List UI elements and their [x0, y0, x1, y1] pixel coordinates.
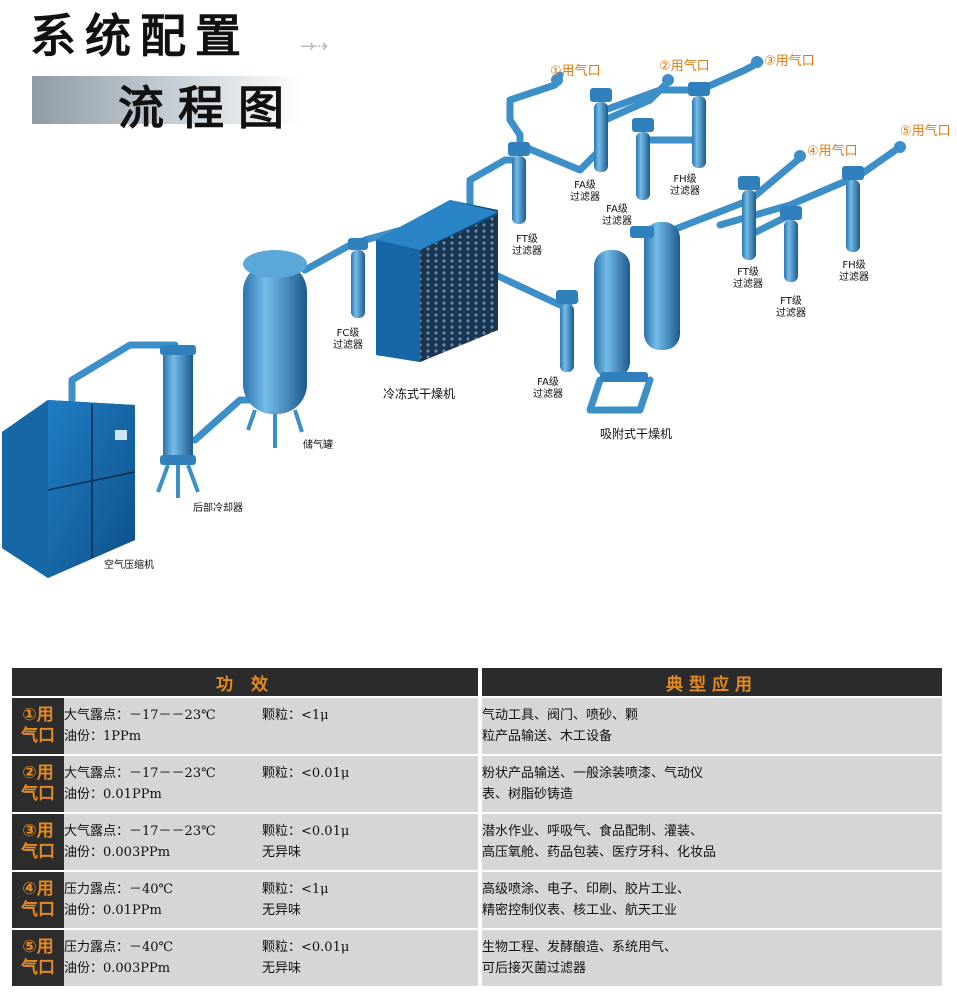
outlet-cap-3: [751, 56, 763, 68]
port-cell: ⑤用气口: [12, 930, 64, 986]
outlet-cap-2: [662, 74, 674, 86]
label-aftercooler: 后部冷却器: [193, 503, 243, 514]
outlet-label-3: ③用气口: [764, 54, 815, 69]
aftercooler-icon: [156, 345, 200, 498]
fa-filter-upper1-icon: [590, 88, 612, 172]
outlet-label-2: ②用气口: [659, 59, 710, 74]
label-ft-filter-upper: FT级 过滤器: [512, 234, 542, 257]
adsorption-dryer-icon: [594, 222, 680, 382]
label-adsorption-dryer: 吸附式干燥机: [600, 427, 673, 441]
label-refrigerated-dryer: 冷冻式干燥机: [383, 387, 456, 401]
label-ft-filter-lower1: FT级 过滤器: [733, 267, 763, 290]
ft-filter-lower2-icon: [780, 206, 802, 282]
outlet-label-4: ④用气口: [807, 144, 858, 159]
arrow-decoration-icon: →⇢: [300, 36, 328, 57]
fh-filter-upper-icon: [688, 82, 710, 168]
label-fh-filter-lower: FH级 过滤器: [839, 260, 869, 283]
flow-diagram: [2, 56, 906, 578]
title-bar-gradient: [32, 76, 302, 124]
label-ft-filter-lower2: FT级 过滤器: [776, 296, 806, 319]
application-cell: 高级喷涂、电子、印刷、胶片工业、精密控制仪表、核工业、航天工业: [482, 872, 942, 928]
label-tank: 储气罐: [303, 440, 333, 451]
port-cell: ③用气口: [12, 814, 64, 870]
outlet-caps: [551, 56, 906, 162]
outlet-cap-1: [551, 74, 563, 86]
fa-filter-upper2-icon: [632, 118, 654, 200]
fa-filter-lower-icon: [556, 290, 578, 372]
ft-filter-lower1-icon: [738, 176, 760, 260]
application-cell: 粉状产品输送、一般涂装喷漆、气动仪表、树脂砂铸造: [482, 756, 942, 812]
label-fa-filter-upper1: FA级 过滤器: [570, 180, 600, 203]
label-fh-filter-upper: FH级 过滤器: [670, 174, 700, 197]
label-compressor: 空气压缩机: [104, 560, 154, 571]
outlet-cap-4: [794, 150, 806, 162]
outlet-label-5: ⑤用气口: [900, 124, 951, 139]
fh-filter-lower-icon: [842, 166, 864, 252]
title-line1: 系统配置: [30, 9, 250, 63]
port-cell: ①用气口: [12, 698, 64, 754]
outlet-label-1: ①用气口: [550, 64, 601, 79]
application-cell: 气动工具、阀门、喷砂、颗粒产品输送、木工设备: [482, 698, 942, 754]
outlet-cap-5: [894, 141, 906, 153]
label-fc-filter: FC级 过滤器: [333, 328, 363, 351]
refrigerated-dryer-icon: [376, 200, 498, 362]
title-line2: 流程图: [118, 81, 298, 135]
table-header-row: 功 效 典型应用: [12, 668, 942, 696]
air-tank-icon: [243, 250, 307, 448]
label-fa-filter-upper2: FA级 过滤器: [602, 204, 632, 227]
fc-filter-icon: [348, 238, 368, 318]
port-cell: ②用气口: [12, 756, 64, 812]
application-cell: 生物工程、发酵酿造、系统用气、可后接灭菌过滤器: [482, 930, 942, 986]
port-cell: ④用气口: [12, 872, 64, 928]
application-cell: 潜水作业、呼吸气、食品配制、灌装、高压氧舱、药品包装、医疗牙科、化妆品: [482, 814, 942, 870]
header-effect: 功 效: [12, 668, 478, 696]
ft-filter-upper-icon: [508, 142, 530, 224]
air-compressor-icon: [2, 400, 136, 578]
header-application: 典型应用: [482, 668, 942, 696]
label-fa-filter-lower: FA级 过滤器: [533, 377, 563, 400]
